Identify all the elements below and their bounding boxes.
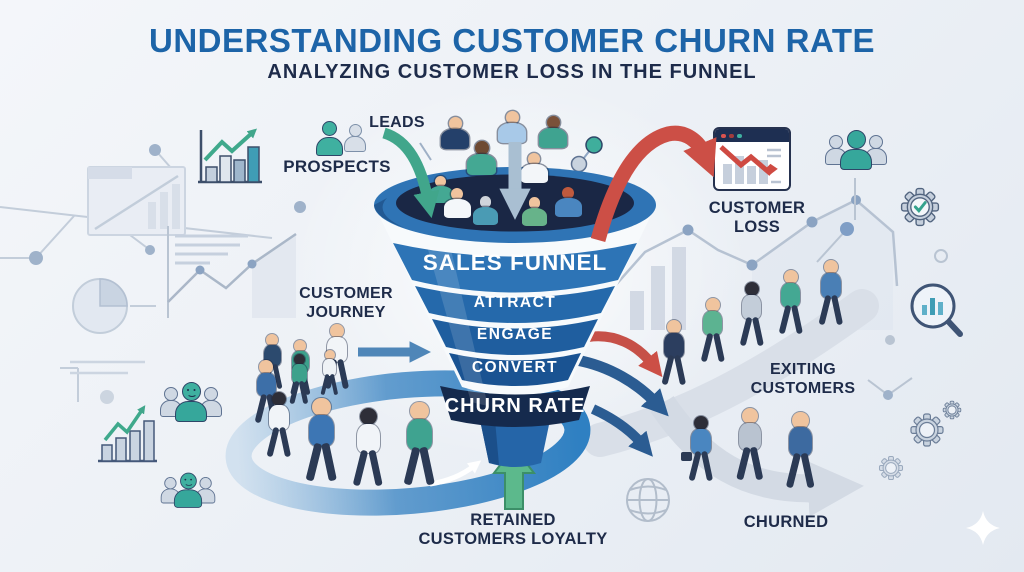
person-figure: [300, 398, 343, 484]
person-figure: [443, 188, 472, 222]
happy-team-icon: [159, 380, 223, 428]
happy-team-icon: [160, 471, 216, 513]
person-figure: [774, 270, 807, 337]
person-figure: [538, 116, 568, 152]
briefcase-icon: [681, 452, 692, 461]
churn-arrow-blue-1: [574, 354, 669, 417]
globe-icon: [626, 478, 670, 522]
label-exiting-customers: EXITING CUSTOMERS: [750, 361, 856, 397]
loyalty-growth-chart-icon: [98, 405, 157, 463]
sparkle-icon: [966, 511, 1000, 545]
person-figure: [497, 111, 527, 147]
funnel-stage-churn-rate: CHURN RATE: [445, 395, 586, 417]
network-dots-left: [29, 144, 306, 404]
browser-titlebar: [715, 129, 789, 142]
person-figure: [466, 141, 498, 179]
magnifier-bar-chart-icon: [910, 283, 963, 337]
person-figure: [731, 408, 769, 483]
label-customer-journey: CUSTOMER JOURNEY: [299, 285, 393, 321]
person-figure: [318, 350, 341, 397]
person-figure: [521, 197, 548, 229]
gear-checkmark-icon: [900, 187, 940, 227]
churn-arrow-red: [587, 331, 663, 378]
churn-arrow-blue-2: [590, 404, 653, 457]
person-figure: [286, 354, 312, 406]
label-customer-loss: CUSTOMER LOSS: [708, 199, 806, 237]
person-figure: [398, 402, 441, 488]
person-figure: [520, 153, 549, 187]
person-figure: [472, 196, 499, 228]
growth-bar-chart-icon: [198, 128, 262, 184]
funnel-stage-engage: ENGAGE: [477, 326, 553, 343]
person-figure: [262, 392, 296, 460]
person-figure: [554, 187, 583, 221]
label-prospects: PROSPECTS: [283, 157, 391, 176]
page-title: UNDERSTANDING CUSTOMER CHURN RATE: [149, 22, 875, 59]
sales-funnel: SALES FUNNEL ATTRACT ENGAGE CONVERT CHUR…: [374, 167, 656, 467]
three-people-icon: [824, 128, 888, 176]
funnel-stage-attract: ATTRACT: [474, 294, 557, 311]
churned-path-arrow: [650, 396, 864, 517]
person-figure: [250, 360, 283, 425]
person-figure: [684, 416, 718, 484]
person-figure: [657, 320, 691, 388]
person-figure: [814, 260, 848, 328]
churn-band: [440, 386, 590, 427]
funnel-stage-convert: CONVERT: [472, 359, 558, 376]
page-subtitle: ANALYZING CUSTOMER LOSS IN THE FUNNEL: [267, 61, 757, 83]
browser-declining-chart-icon: [713, 127, 791, 191]
funnel-stage-title: SALES FUNNEL: [423, 250, 608, 275]
retention-loop: [225, 370, 591, 516]
label-leads: LEADS: [369, 114, 425, 131]
label-retained-customers-loyalty: RETAINED CUSTOMERS LOYALTY: [418, 511, 608, 549]
person-figure: [348, 408, 388, 489]
person-figure: [781, 412, 820, 490]
person-figure: [735, 282, 768, 349]
loop-white-arrow: [429, 460, 482, 487]
document-chart-decor: [70, 166, 297, 375]
label-churned: CHURNED: [743, 513, 829, 531]
person-figure: [696, 298, 729, 365]
network-dots-right: [840, 222, 948, 400]
gears-icon: [878, 400, 962, 481]
two-people-icon: [316, 121, 366, 163]
person-figure: [440, 117, 470, 153]
